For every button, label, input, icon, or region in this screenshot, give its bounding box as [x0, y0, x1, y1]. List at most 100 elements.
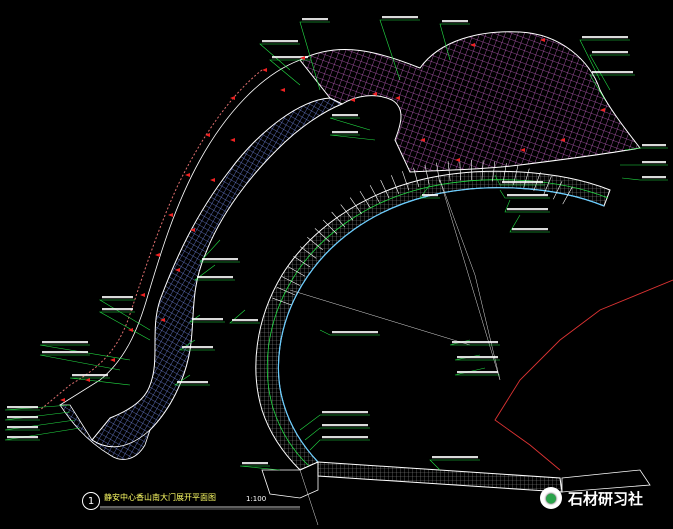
- slope-arrow: [155, 253, 160, 257]
- leader-line: [194, 264, 235, 281]
- ring-tick: [287, 266, 305, 277]
- annotation-text-mark: [72, 374, 108, 377]
- annotation-text-mark: [7, 426, 38, 429]
- ring-tick: [447, 161, 451, 182]
- annotation-text-mark: [42, 341, 88, 344]
- entry-gate-outline: [261, 461, 319, 499]
- leader-line: [98, 299, 151, 331]
- slope-arrow: [470, 43, 475, 47]
- annotation-text-mark: [7, 436, 38, 439]
- ring-tick: [523, 168, 530, 188]
- annotation-text-mark: [182, 346, 213, 349]
- leader-line: [329, 117, 371, 131]
- leader-line: [621, 177, 668, 181]
- leader-line: [229, 309, 260, 324]
- slope-arrow: [210, 178, 215, 182]
- ring-tick: [293, 255, 311, 268]
- ring-tick: [553, 181, 563, 200]
- leader-line: [589, 54, 630, 91]
- slope-arrow: [560, 138, 565, 142]
- leader-line: [299, 414, 370, 431]
- annotation-text-mark: [232, 319, 258, 322]
- slope-arrow: [280, 88, 285, 92]
- construction-lines: [289, 179, 501, 526]
- ring-tick: [562, 186, 573, 205]
- ring-tick: [331, 211, 346, 228]
- walkway-edge-line: [59, 59, 301, 406]
- ring-tick: [543, 176, 552, 195]
- slope-arrow: [372, 92, 377, 96]
- annotation-text-mark: [192, 318, 223, 321]
- south-walkway-extension: [561, 469, 651, 493]
- ring-tick: [391, 175, 400, 194]
- annotation-text-mark: [382, 16, 418, 19]
- slope-arrow: [230, 138, 235, 142]
- slope-arrow: [600, 108, 605, 112]
- leader-line: [299, 21, 330, 91]
- leader-line: [509, 214, 550, 233]
- ring-tick: [314, 228, 330, 243]
- annotation-text-mark: [332, 331, 378, 334]
- leader-line: [4, 419, 76, 431]
- leader-line: [69, 377, 131, 386]
- ring-tick: [369, 185, 380, 204]
- southwest-entrance-paving: [59, 404, 151, 460]
- leader-line: [304, 427, 370, 441]
- slope-arrow: [300, 56, 305, 60]
- annotation-text-mark: [262, 40, 298, 43]
- annotation-text-mark: [322, 411, 368, 414]
- annotation-text-mark: [507, 208, 548, 211]
- annotation-text-mark: [457, 356, 498, 359]
- annotation-text-mark: [592, 71, 633, 74]
- leader-line: [174, 374, 210, 386]
- ring-tick: [307, 237, 323, 251]
- ring-tick: [281, 276, 300, 286]
- annotation-text-mark: [592, 51, 628, 54]
- annotation-text-mark: [7, 416, 38, 419]
- annotation-text-mark: [322, 424, 368, 427]
- slope-arrow: [160, 318, 165, 322]
- leader-line: [589, 74, 635, 101]
- leader-line: [494, 174, 545, 186]
- slope-arrow: [395, 96, 400, 100]
- annotation-text-mark: [197, 276, 233, 279]
- south-linear-walkway: [317, 461, 563, 493]
- annotation-text-mark: [457, 371, 498, 374]
- annotation-text-mark: [332, 131, 358, 134]
- ring-tick: [436, 162, 440, 183]
- annotation-text-mark: [642, 176, 666, 179]
- ring-tick: [359, 190, 371, 209]
- annotation-leaders: [4, 16, 668, 471]
- annotation-text-mark: [502, 181, 543, 184]
- annotation-text-mark: [582, 36, 628, 39]
- drawing-title: 静安中心香山南大门展开平面图: [104, 493, 216, 502]
- slope-direction-arrows: [60, 38, 605, 402]
- leader-line: [309, 439, 370, 451]
- walkway-outer-edge: [39, 69, 263, 411]
- slope-arrow: [540, 38, 545, 42]
- leader-line: [379, 19, 420, 81]
- leader-line: [39, 354, 121, 371]
- ring-tick: [272, 297, 292, 306]
- leader-line: [269, 59, 310, 86]
- slope-arrow: [128, 328, 133, 332]
- slope-arrow: [85, 378, 90, 382]
- wechat-icon: ●: [540, 487, 562, 509]
- ring-tick: [349, 197, 362, 215]
- slope-arrow: [190, 228, 195, 232]
- annotation-text-mark: [302, 18, 328, 21]
- annotation-text-mark: [102, 296, 133, 299]
- ring-tick: [380, 179, 390, 199]
- inner-ring-green-line: [266, 179, 609, 467]
- ring-tick: [492, 161, 496, 182]
- inner-ring-band: [255, 170, 611, 471]
- watermark: ● 石材研习社: [540, 486, 643, 510]
- ring-tick: [340, 204, 354, 221]
- annotation-text-mark: [177, 381, 208, 384]
- leader-line: [39, 344, 131, 361]
- annotation-text-mark: [272, 56, 308, 59]
- slope-arrow: [110, 358, 115, 362]
- leader-line: [504, 199, 550, 213]
- slope-arrow: [350, 98, 355, 102]
- annotation-text-mark: [442, 20, 468, 23]
